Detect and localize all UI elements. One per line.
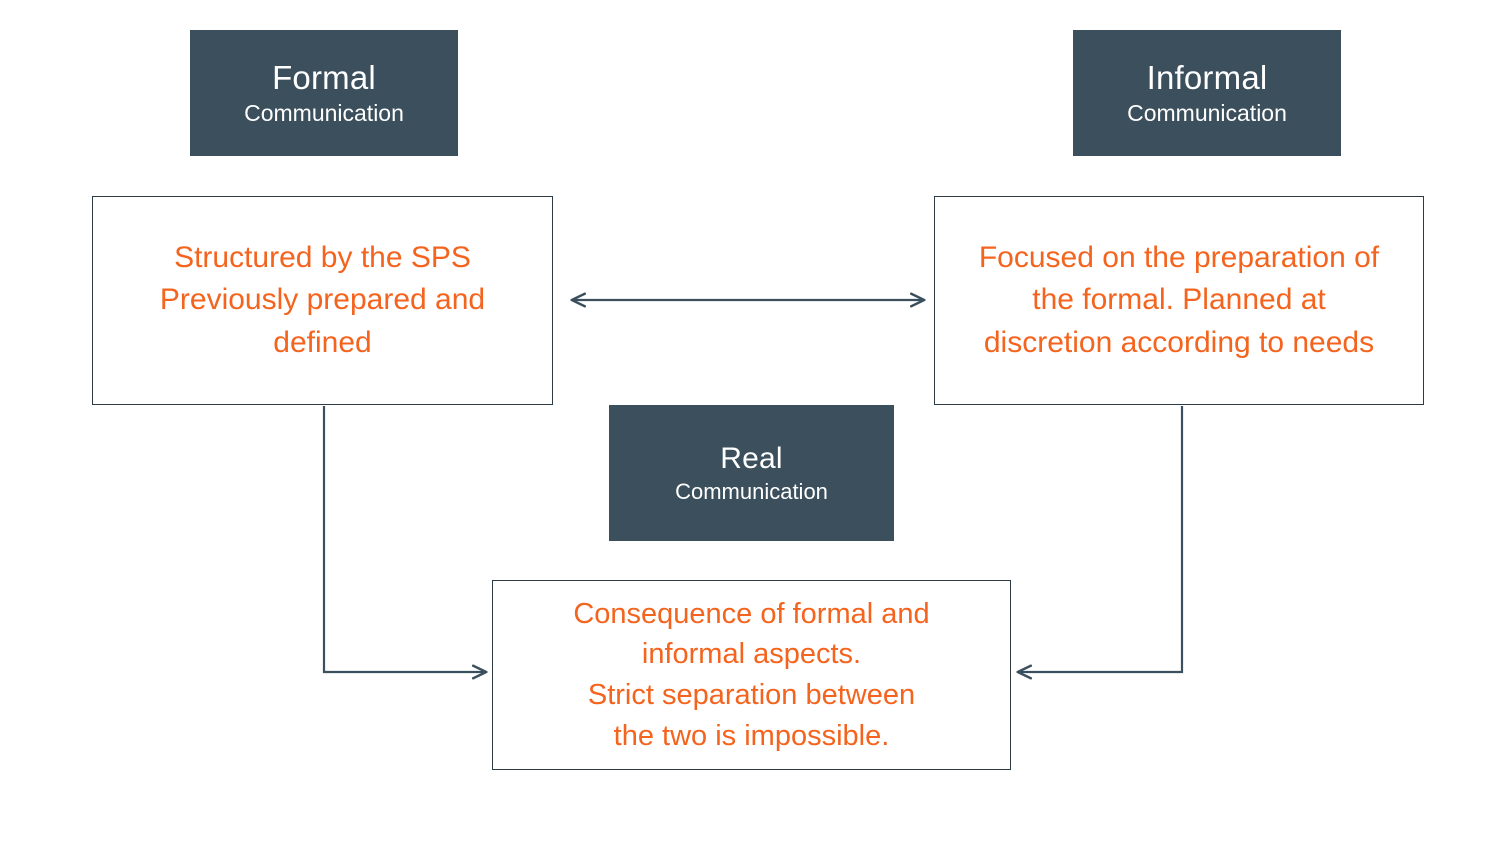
- header-box-formal: Formal Communication: [190, 30, 458, 156]
- informal-to-real-arrow: [1018, 406, 1184, 672]
- header-informal-title: Informal: [1146, 59, 1268, 96]
- header-formal-title: Formal: [272, 59, 376, 96]
- header-box-real: Real Communication: [609, 405, 894, 541]
- header-box-informal: Informal Communication: [1073, 30, 1341, 156]
- formal-to-real-arrow: [322, 406, 486, 672]
- header-real-title: Real: [720, 441, 783, 475]
- header-formal-subtitle: Communication: [244, 100, 404, 126]
- header-real-subtitle: Communication: [675, 478, 828, 504]
- header-informal-subtitle: Communication: [1127, 100, 1287, 126]
